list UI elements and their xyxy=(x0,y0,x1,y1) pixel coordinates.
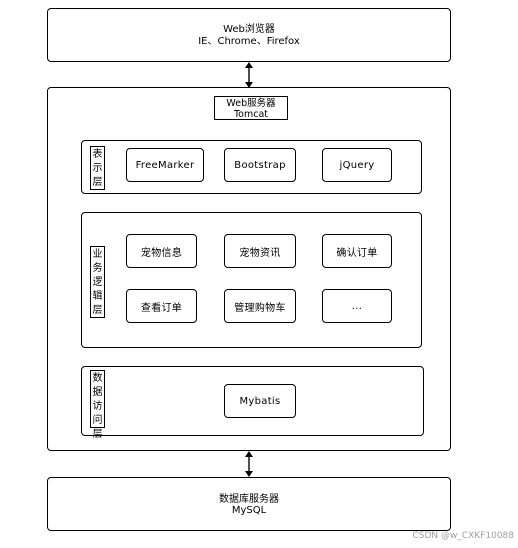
mybatis-box: Mybatis xyxy=(224,384,296,418)
more-box: ... xyxy=(322,289,392,323)
browser-box: Web浏览器 IE、Chrome、Firefox xyxy=(47,8,451,62)
business-layer-label: 业务逻辑层 xyxy=(90,246,105,318)
pet-news-box: 宠物资讯 xyxy=(224,234,296,268)
db-server-name: MySQL xyxy=(231,505,267,516)
data-access-layer-label: 数据访问层 xyxy=(90,370,105,440)
freemarker-box: FreeMarker xyxy=(126,148,204,182)
view-order-box: 查看订单 xyxy=(126,289,197,323)
presentation-layer-label: 表示层 xyxy=(90,146,105,190)
jquery-box: jQuery xyxy=(322,148,392,182)
business-layer xyxy=(81,212,422,348)
pet-info-box: 宠物信息 xyxy=(126,234,197,268)
bootstrap-box: Bootstrap xyxy=(224,148,296,182)
web-server-title-box: Web服务器 Tomcat xyxy=(214,96,288,120)
browser-title: Web浏览器 xyxy=(223,24,275,35)
browser-server-arrow xyxy=(245,62,253,88)
confirm-order-box: 确认订单 xyxy=(322,234,392,268)
manage-cart-box: 管理购物车 xyxy=(224,289,296,323)
db-server-box: 数据库服务器 MySQL xyxy=(47,477,451,531)
browser-list: IE、Chrome、Firefox xyxy=(198,36,300,47)
web-server-name: Tomcat xyxy=(233,109,269,120)
db-server-title: 数据库服务器 xyxy=(219,494,279,505)
server-db-arrow xyxy=(245,451,253,477)
web-server-title: Web服务器 xyxy=(226,98,276,109)
watermark: CSDN @w_CXKF10088 xyxy=(412,531,514,541)
